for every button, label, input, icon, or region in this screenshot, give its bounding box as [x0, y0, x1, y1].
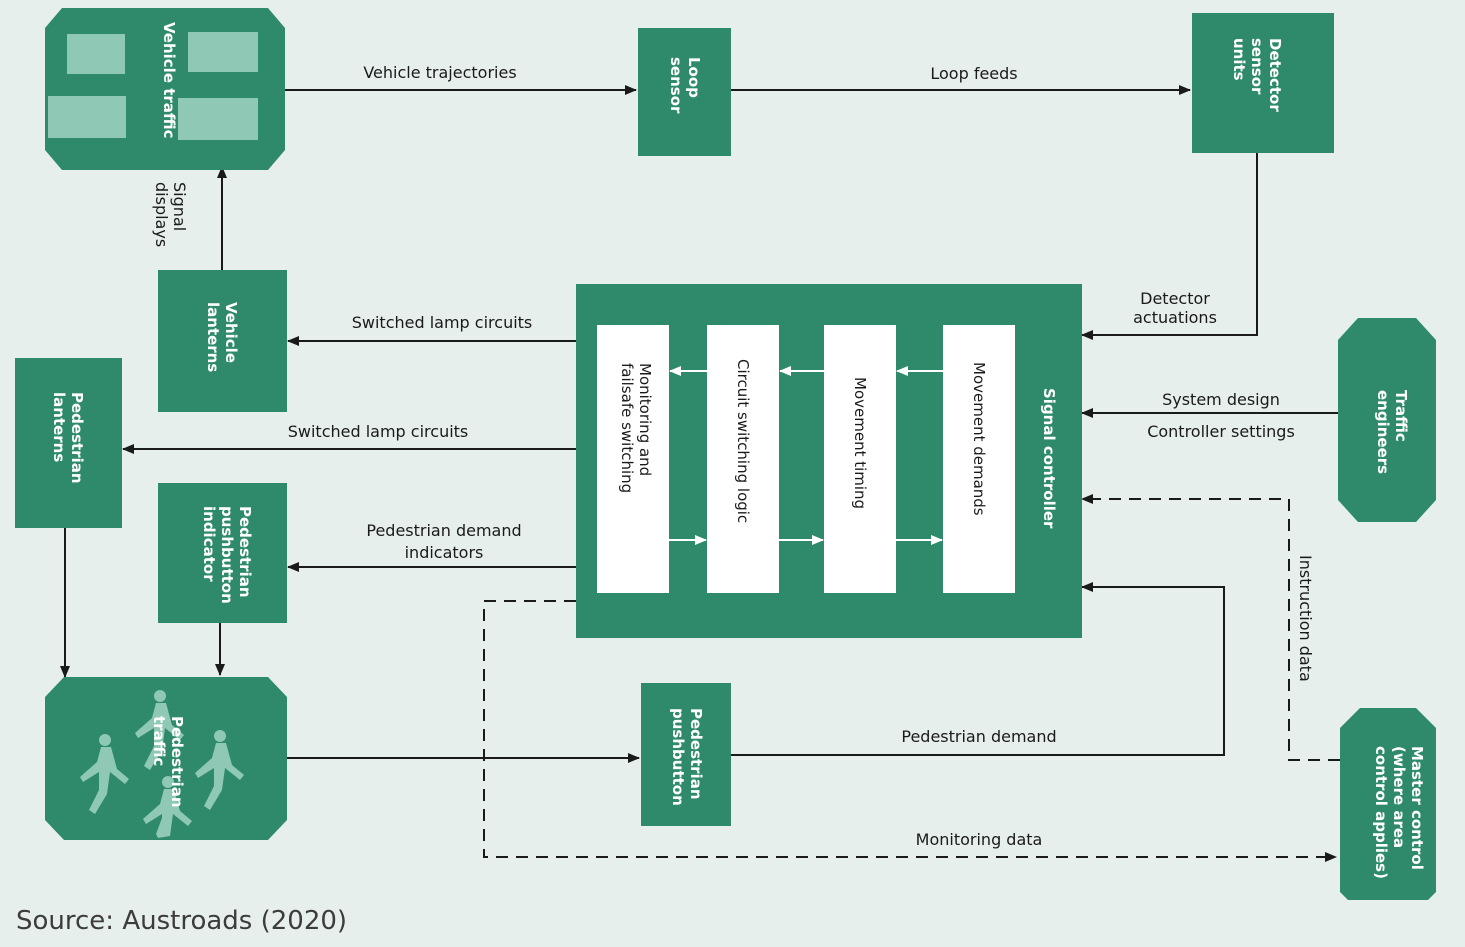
- vehicle-traffic-label: Vehicle traffic: [160, 22, 178, 139]
- signal-controller-label: Signal controller: [1040, 388, 1058, 529]
- car-icon: [48, 96, 126, 138]
- master-control-label: Master control(where areacontrol applies…: [1372, 746, 1426, 879]
- loop-sensor-label: Loopsensor: [667, 57, 703, 114]
- pedestrian-pushbutton-label: Pedestrianpushbutton: [669, 708, 705, 806]
- pedestrian-pushbutton-indicator-label: Pedestrianpushbuttonindicator: [200, 506, 254, 604]
- loop-sensor-node: Loopsensor: [638, 28, 731, 156]
- label-pedestrian-demand: Pedestrian demand: [901, 727, 1056, 746]
- signal-controller-node: Signal controller Monitoring andfailsafe…: [576, 284, 1082, 638]
- pedestrian-figure-icon: [135, 690, 184, 770]
- movement-timing-label: Movement timing: [851, 377, 869, 509]
- pedestrian-lanterns-node: Pedestrianlanterns: [15, 358, 122, 528]
- movement-timing-box: [824, 325, 896, 593]
- movement-demands-label: Movement demands: [970, 362, 988, 516]
- master-control-node: Master control(where areacontrol applies…: [1340, 708, 1436, 900]
- car-icon: [188, 32, 258, 72]
- monitoring-failsafe-label: Monitoring andfailsafe switching: [618, 363, 654, 493]
- monitoring-failsafe-box: [597, 325, 669, 593]
- arrow-instruction-data: [1081, 494, 1340, 761]
- traffic-engineers-node: Trafficengineers: [1338, 318, 1436, 522]
- source-caption: Source: Austroads (2020): [16, 906, 348, 936]
- label-switched-lamp-circuits-1: Switched lamp circuits: [352, 313, 533, 332]
- pedestrian-figure-icon: [143, 776, 192, 838]
- pedestrian-pushbutton-indicator-node: Pedestrianpushbuttonindicator: [158, 483, 287, 623]
- vehicle-lanterns-label: Vehiclelanterns: [204, 302, 240, 372]
- movement-demands-box: [943, 325, 1015, 593]
- label-system-design: System design: [1162, 390, 1280, 409]
- pedestrian-traffic-label: Pedestriantraffic: [150, 716, 186, 808]
- circuit-switching-logic-label: Circuit switching logic: [734, 359, 752, 523]
- label-vehicle-trajectories: Vehicle trajectories: [363, 63, 516, 82]
- traffic-engineers-label: Trafficengineers: [1374, 390, 1410, 474]
- detector-sensor-units-node: Detectorsensorunits: [1192, 13, 1334, 153]
- connectors: [60, 85, 1340, 862]
- pedestrian-figure-icon: [80, 734, 129, 814]
- car-icon: [67, 34, 125, 74]
- label-controller-settings: Controller settings: [1147, 422, 1295, 441]
- edge-labels: Vehicle trajectories Loop feeds Signaldi…: [152, 63, 1315, 849]
- arrow-detector-actuations: [1081, 152, 1258, 340]
- label-instruction-data: Instruction data: [1296, 555, 1315, 682]
- pedestrian-pushbutton-node: Pedestrianpushbutton: [641, 683, 731, 826]
- pedestrian-lanterns-label: Pedestrianlanterns: [50, 392, 86, 484]
- label-monitoring-data: Monitoring data: [916, 830, 1043, 849]
- label-switched-lamp-circuits-2: Switched lamp circuits: [288, 422, 469, 441]
- arrow-monitoring-data: [483, 600, 1337, 862]
- pedestrian-figure-icon: [195, 730, 244, 810]
- pedestrian-traffic-node: Pedestriantraffic: [45, 677, 287, 840]
- car-icon: [178, 98, 258, 140]
- label-signal-displays: Signaldisplays: [152, 182, 189, 247]
- vehicle-traffic-node: Vehicle traffic: [45, 8, 285, 170]
- circuit-switching-logic-box: [707, 325, 779, 593]
- label-loop-feeds: Loop feeds: [930, 64, 1017, 83]
- detector-sensor-units-label: Detectorsensorunits: [1230, 38, 1284, 112]
- signal-control-diagram: Vehicle traffic Loopsensor Detectorsenso…: [15, 8, 1436, 900]
- vehicle-lanterns-node: Vehiclelanterns: [158, 270, 287, 412]
- arrow-pedestrian-demand: [731, 582, 1225, 756]
